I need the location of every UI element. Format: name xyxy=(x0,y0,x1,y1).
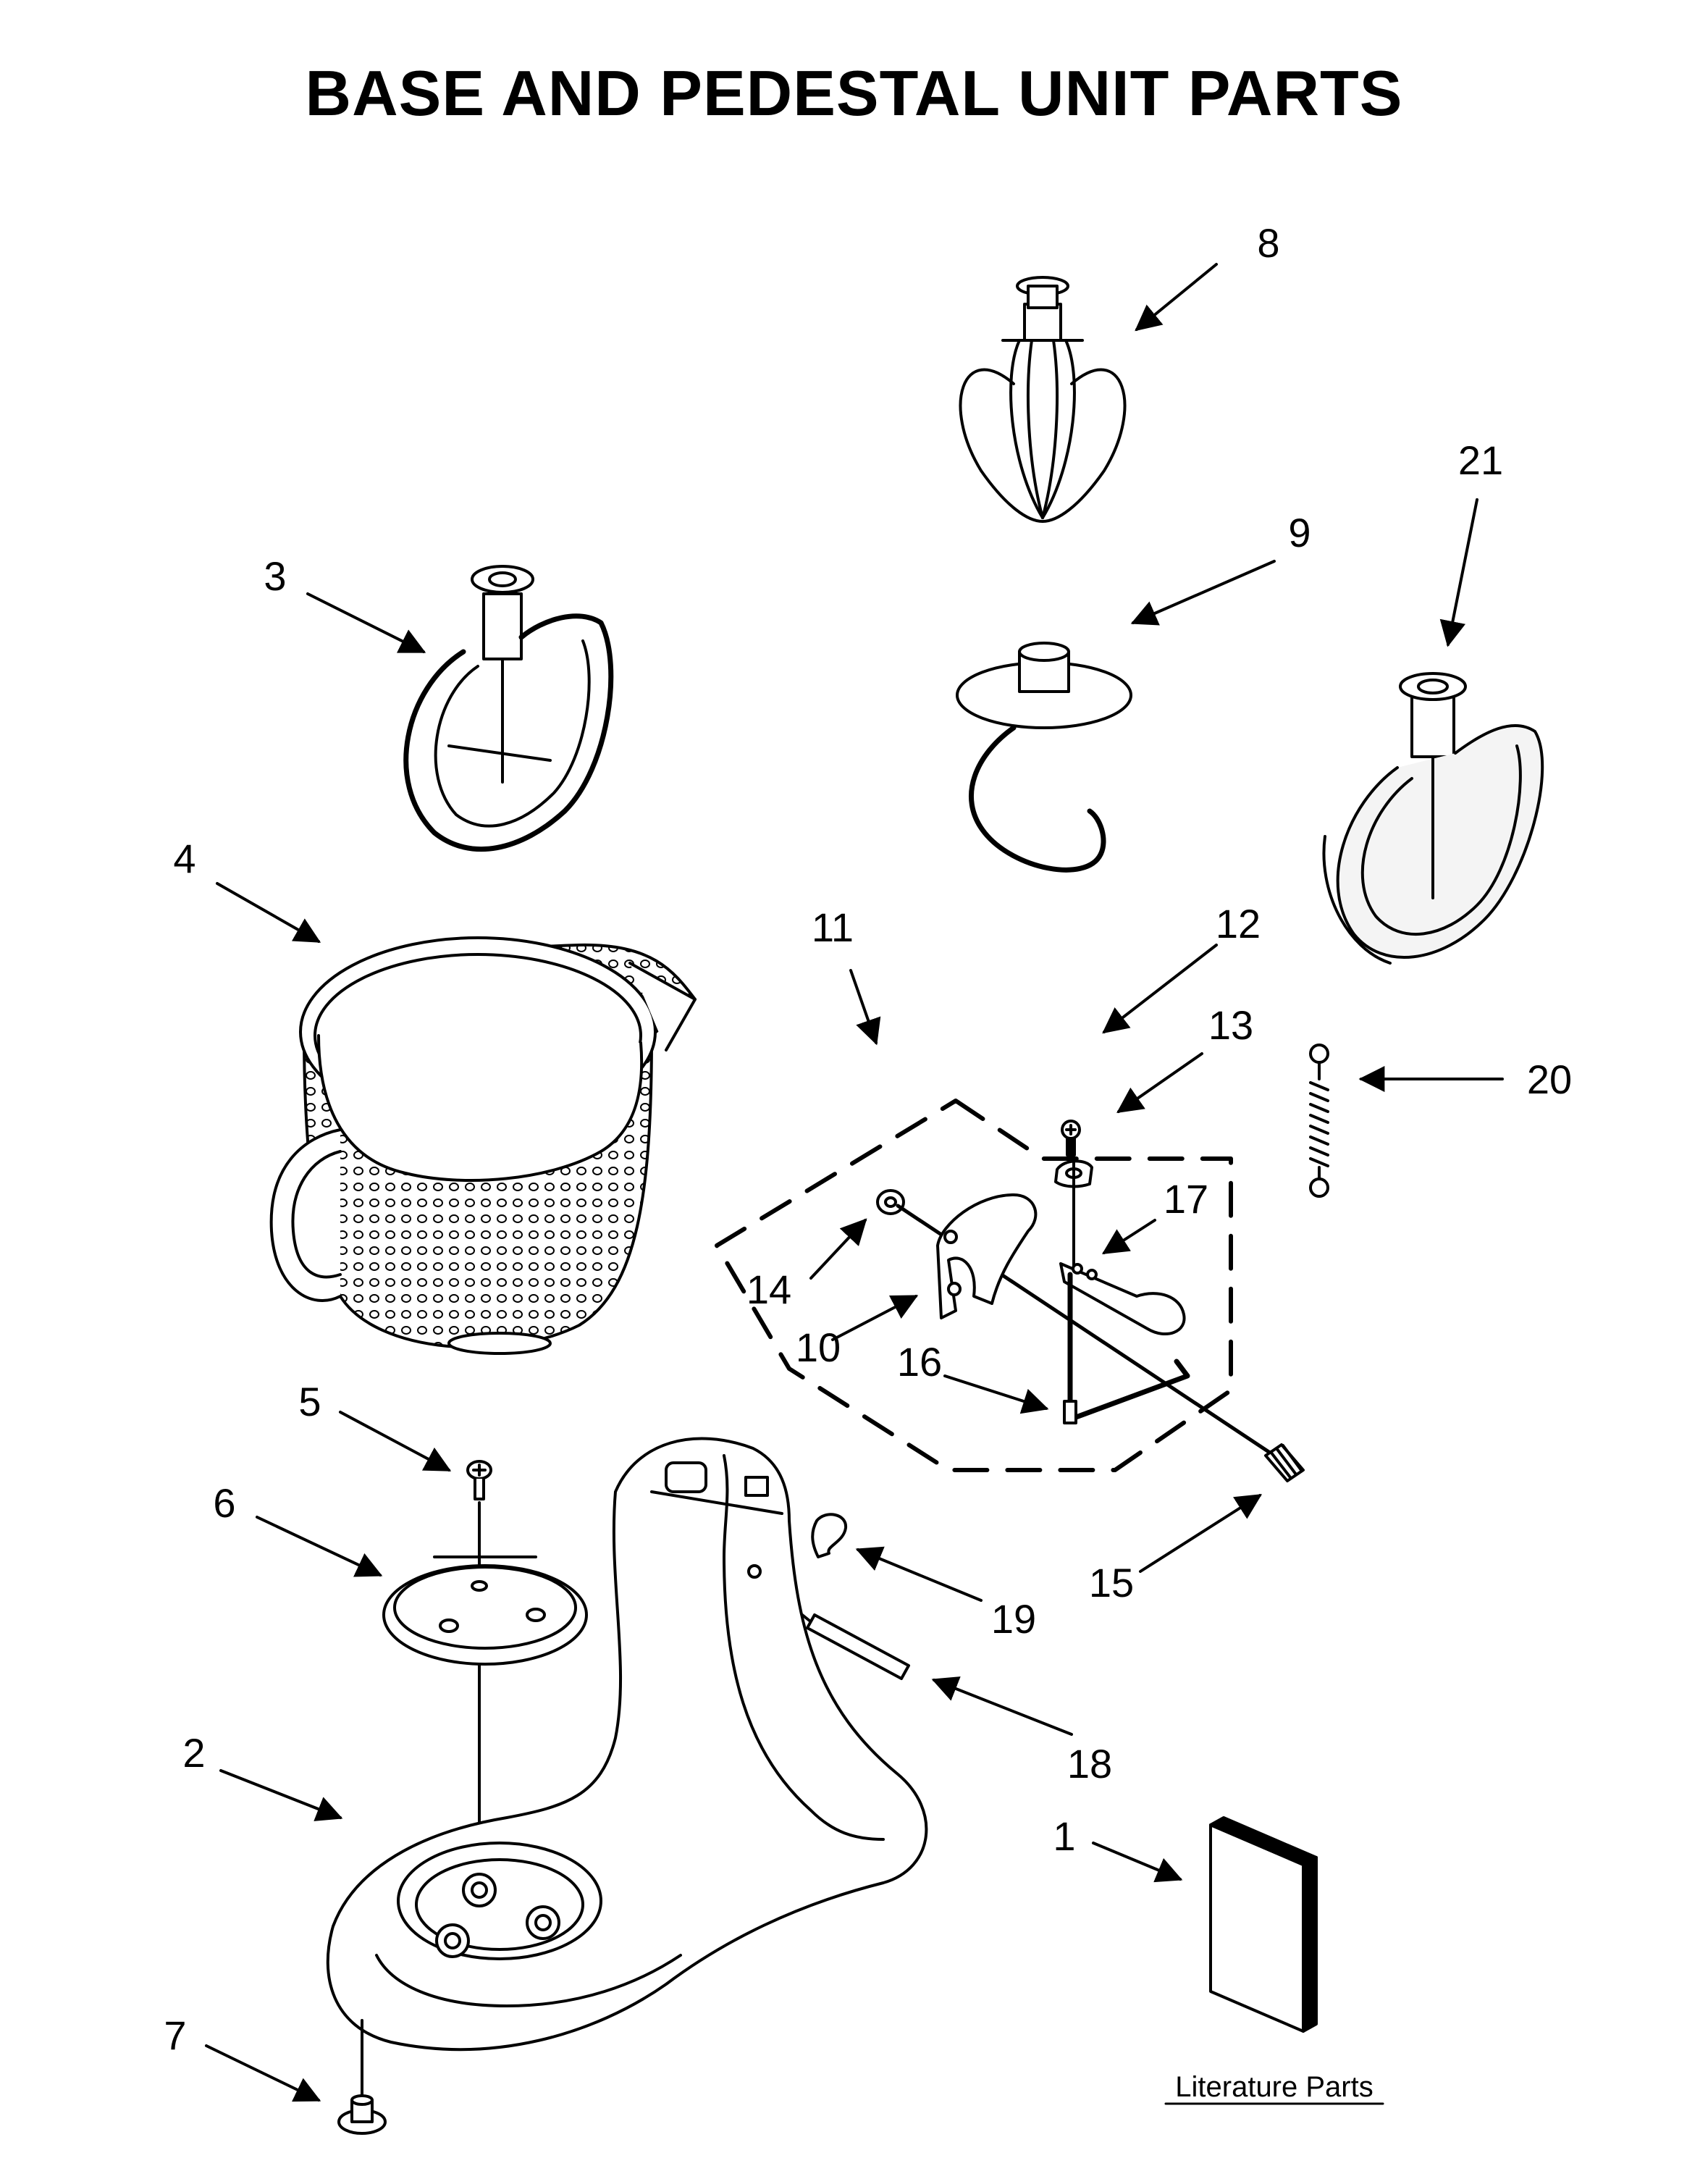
label-10: 10 xyxy=(796,1324,841,1370)
label-20: 20 xyxy=(1527,1057,1572,1102)
label-13: 13 xyxy=(1208,1002,1253,1048)
label-2: 2 xyxy=(182,1730,205,1776)
rod-part-16 xyxy=(1063,1272,1190,1424)
literature-booklet-part-1 xyxy=(1209,1816,1318,2033)
label-3: 3 xyxy=(264,553,286,599)
screw-part-12 xyxy=(1061,1120,1081,1156)
label-7: 7 xyxy=(164,2012,186,2058)
label-14: 14 xyxy=(746,1267,791,1312)
flat-beater-part-3 xyxy=(403,565,614,852)
label-5: 5 xyxy=(298,1379,321,1424)
clamp-plate-part-6 xyxy=(382,1555,588,1884)
washer-part-14 xyxy=(876,1189,905,1215)
label-15: 15 xyxy=(1089,1560,1134,1605)
bowl-part-4 xyxy=(269,936,697,1355)
label-11: 11 xyxy=(812,904,854,950)
spring-part-20 xyxy=(1309,1044,1329,1198)
wire-whip-part-8 xyxy=(959,276,1127,523)
label-12: 12 xyxy=(1216,901,1261,946)
bracket-part-10 xyxy=(936,1193,1038,1319)
label-18: 18 xyxy=(1067,1741,1112,1787)
foot-part-7 xyxy=(337,2094,387,2135)
page-title: BASE AND PEDESTAL UNIT PARTS xyxy=(305,57,1403,129)
label-17: 17 xyxy=(1164,1176,1208,1222)
threaded-pin-part-15 xyxy=(1264,1443,1305,1482)
flex-edge-beater-part-21 xyxy=(1322,672,1544,965)
pedestal-base-part-2 xyxy=(326,1437,928,2102)
label-1: 1 xyxy=(1053,1813,1075,1859)
hinge-assembly-part-11 xyxy=(715,1099,1233,1472)
label-16: 16 xyxy=(897,1339,942,1385)
label-4: 4 xyxy=(173,836,195,881)
label-19: 19 xyxy=(991,1596,1036,1642)
label-8: 8 xyxy=(1257,220,1279,266)
leader-arrows xyxy=(205,263,1504,2102)
lever-part-17 xyxy=(1059,1262,1186,1336)
literature-parts-caption: Literature Parts xyxy=(1175,2071,1373,2103)
label-6: 6 xyxy=(213,1480,235,1526)
dough-hook-part-9 xyxy=(956,642,1132,873)
label-21: 21 xyxy=(1458,437,1503,483)
clip-part-19 xyxy=(811,1513,848,1558)
label-9: 9 xyxy=(1288,510,1311,555)
